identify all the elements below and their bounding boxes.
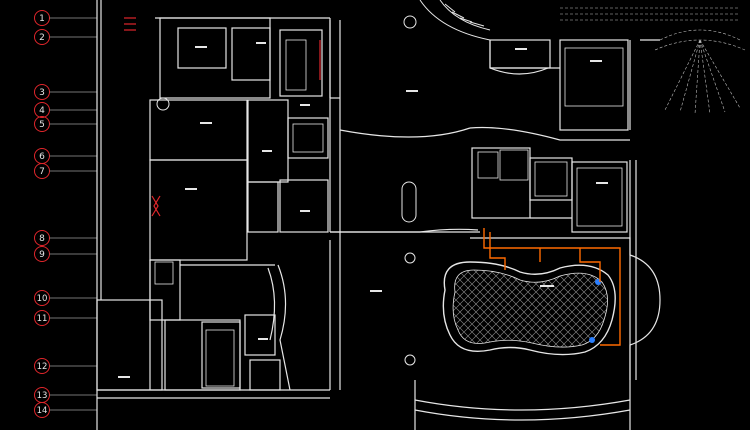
- grid-marker-label: 2: [39, 33, 45, 43]
- grid-marker-label: 12: [37, 362, 48, 372]
- grid-marker-label: 14: [37, 406, 48, 416]
- grid-marker-label: 7: [39, 167, 45, 177]
- pipe-route: [483, 228, 621, 346]
- grid-marker-4: 4: [34, 102, 97, 118]
- grid-marker-14: 14: [34, 402, 97, 418]
- grid-marker-9: 9: [34, 246, 97, 262]
- grid-marker-label: 8: [39, 234, 45, 244]
- grid-marker-label: 6: [39, 152, 45, 162]
- grid-marker-11: 11: [34, 310, 97, 326]
- grid-marker-label: 13: [37, 391, 48, 401]
- grid-marker-5: 5: [34, 116, 97, 132]
- grid-marker-12: 12: [34, 358, 97, 374]
- grid-marker-8: 8: [34, 230, 97, 246]
- grid-marker-label: 9: [39, 250, 45, 260]
- grid-marker-1: 1: [34, 10, 97, 26]
- swimming-pool: [442, 261, 616, 356]
- grid-marker-7: 7: [34, 163, 97, 179]
- building-walls: [96, 0, 661, 430]
- grid-marker-2: 2: [34, 29, 97, 45]
- curved-stair: [403, 0, 491, 41]
- room-tags: [118, 42, 608, 378]
- grid-marker-label: 5: [39, 120, 45, 130]
- stair-markers: [124, 17, 321, 217]
- grid-marker-label: 11: [37, 314, 48, 324]
- grid-marker-label: 10: [37, 294, 48, 304]
- grid-marker-10: 10: [34, 290, 97, 306]
- grid-marker-3: 3: [34, 84, 97, 100]
- terrace-fan-grid: [560, 7, 746, 115]
- columns: [156, 97, 417, 366]
- grid-marker-label: 4: [39, 106, 45, 116]
- grid-marker-label: 1: [39, 14, 45, 24]
- grid-marker-label: 3: [39, 88, 45, 98]
